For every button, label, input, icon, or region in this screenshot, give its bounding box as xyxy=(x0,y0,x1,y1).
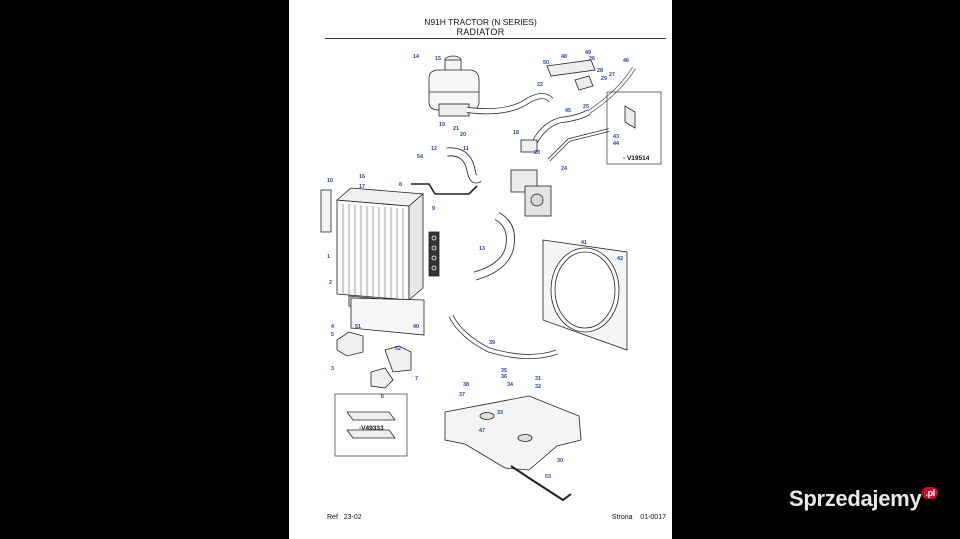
page-subtitle: RADIATOR xyxy=(456,27,505,37)
callout-35: 35 xyxy=(501,368,507,374)
parts-diagram-page: N91H TRACTOR (N SERIES) RADIATOR xyxy=(289,0,672,539)
callout-44: 44 xyxy=(613,141,619,147)
variant-label-v19514: - V19514 xyxy=(623,155,650,162)
callout-18: 18 xyxy=(513,130,519,136)
callout-46: 46 xyxy=(623,58,629,64)
callout-10: 10 xyxy=(327,178,333,184)
callout-16: 16 xyxy=(359,174,365,180)
footer-reference: Ref 23-02 xyxy=(327,514,362,521)
callout-6: 6 xyxy=(381,394,384,400)
callout-20: 20 xyxy=(460,132,466,138)
variant-label-v49333: -V49333 xyxy=(359,425,384,432)
callout-12: 12 xyxy=(431,146,437,152)
callout-28: 28 xyxy=(597,68,603,74)
callout-26: 26 xyxy=(589,56,595,62)
callout-11: 11 xyxy=(463,146,469,152)
radiator-bottom-plate xyxy=(350,297,425,336)
callout-17: 17 xyxy=(359,184,365,190)
callout-33: 33 xyxy=(497,410,503,416)
callout-53: 53 xyxy=(545,474,551,480)
callout-50: 50 xyxy=(543,60,549,66)
callout-9: 9 xyxy=(432,206,435,212)
callout-14: 14 xyxy=(413,54,419,60)
page-title: N91H TRACTOR (N SERIES) xyxy=(424,17,537,27)
inset-v19514 xyxy=(606,91,662,165)
callout-43: 43 xyxy=(613,134,619,140)
callout-32: 32 xyxy=(535,384,541,390)
callout-31: 31 xyxy=(535,376,541,382)
fan-drive-strip xyxy=(428,231,440,277)
callout-48: 48 xyxy=(561,54,567,60)
expansion-tank xyxy=(428,55,480,117)
callout-40: 40 xyxy=(413,324,419,330)
callout-21: 21 xyxy=(453,126,459,132)
callout-22: 22 xyxy=(537,82,543,88)
callout-23: 23 xyxy=(534,150,540,156)
callout-3: 3 xyxy=(331,366,334,372)
footer-page-number: Strona 01-0017 xyxy=(611,514,666,521)
callout-8: 8 xyxy=(399,182,402,188)
callout-42: 42 xyxy=(617,256,623,262)
callout-49: 49 xyxy=(585,50,591,56)
callout-24: 24 xyxy=(561,166,567,172)
callout-37: 37 xyxy=(459,392,465,398)
thermostat-housing xyxy=(510,139,552,217)
callout-13: 13 xyxy=(479,246,485,252)
callout-51: 51 xyxy=(355,324,361,330)
callout-1: 1 xyxy=(327,254,330,260)
callout-39: 39 xyxy=(489,340,495,346)
callout-52: 52 xyxy=(395,346,401,352)
fan-shroud xyxy=(542,239,628,351)
radiator-exploded-diagram: 1234567891011121314151617181920212223242… xyxy=(320,50,662,502)
callout-38: 38 xyxy=(463,382,469,388)
callout-41: 41 xyxy=(581,240,587,246)
callout-34: 34 xyxy=(507,382,513,388)
callout-54: 54 xyxy=(417,154,423,160)
callout-25: 25 xyxy=(583,104,589,110)
callout-27: 27 xyxy=(609,72,615,78)
callout-45: 45 xyxy=(565,108,571,114)
watermark-logo: Sprzedajemy.pl xyxy=(789,486,938,512)
callout-4: 4 xyxy=(331,324,334,330)
inset-v49333 xyxy=(334,393,408,457)
callout-15: 15 xyxy=(435,56,441,62)
callout-2: 2 xyxy=(329,280,332,286)
callout-29: 29 xyxy=(601,76,607,82)
callout-7: 7 xyxy=(415,376,418,382)
callout-47: 47 xyxy=(479,428,485,434)
title-divider xyxy=(325,38,666,39)
callout-5: 5 xyxy=(331,332,334,338)
side-seal xyxy=(320,189,332,233)
callout-19: 19 xyxy=(439,122,445,128)
radiator-core xyxy=(336,187,424,313)
callout-30: 30 xyxy=(557,458,563,464)
lower-mount-plate xyxy=(444,395,582,502)
callout-36: 36 xyxy=(501,374,507,380)
